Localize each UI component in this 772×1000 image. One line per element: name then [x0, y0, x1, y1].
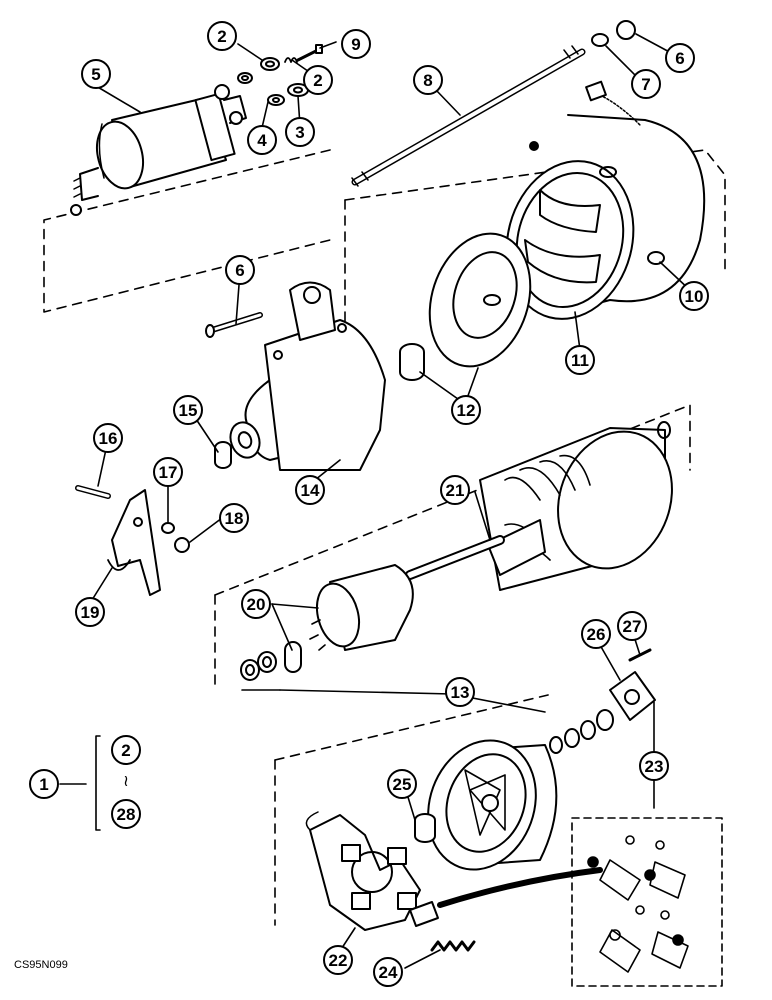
bearing-plate-part-27 [609, 671, 656, 721]
drawing-code: CS95N099 [14, 959, 68, 971]
callout-19: 18 [225, 509, 244, 528]
callout-18: 17 [159, 463, 178, 482]
commutator-end-frame [427, 739, 558, 871]
cover-disc-part-13 [399, 232, 532, 381]
callout-16: 15 [179, 401, 198, 420]
callout-10: 9 [351, 35, 360, 54]
brush-kit-box-part-24 [571, 817, 723, 987]
callout-2: 2 [313, 71, 322, 90]
callouts: 2 9 5 2 4 3 8 6 7 10 11 12 6 15 14 16 17 [75, 21, 709, 987]
callout-5: 5 [91, 65, 100, 84]
callout-26: 25 [393, 775, 412, 794]
solenoid-part-5 [70, 84, 247, 216]
callout-24: 23 [645, 757, 664, 776]
spring-part-25 [430, 940, 476, 952]
callout-4: 4 [257, 131, 267, 150]
callout-8: 7 [641, 75, 650, 94]
callout-28: 27 [623, 617, 642, 636]
brush-kit-arrow [437, 867, 603, 908]
bolt-part-6 [205, 312, 263, 338]
solenoid-hardware [237, 44, 323, 106]
bushing-part-16 [214, 441, 232, 469]
legend-to: 28 [117, 805, 136, 824]
callout-20: 19 [81, 603, 100, 622]
brush-holder-part-23 [305, 811, 439, 931]
callout-7: 6 [675, 49, 684, 68]
armature-part-22 [405, 421, 673, 591]
callout-14: 13 [451, 683, 470, 702]
legend-separator: ≀ [123, 773, 129, 790]
drive-housing-part-15 [229, 281, 386, 471]
callout-12: 11 [571, 351, 589, 370]
callout-9: 8 [423, 71, 432, 90]
legend-label: 1 [39, 775, 48, 794]
callout-3a: 2 [217, 27, 226, 46]
drive-pinion-part-21 [240, 564, 414, 681]
callout-22: 21 [446, 481, 465, 500]
bushing-part-26 [414, 813, 436, 843]
fork-lever-part-20 [107, 489, 161, 596]
callout-11: 10 [685, 287, 704, 306]
nut-part-7 [616, 20, 636, 40]
bolt-part-17 [75, 485, 111, 499]
washer-part-18 [161, 522, 175, 534]
washer-part-8 [591, 33, 609, 47]
kit-legend: 1 2 ≀ 28 [29, 735, 141, 831]
nut-part-19 [174, 537, 190, 553]
callout-25: 24 [379, 963, 398, 982]
callout-27: 26 [587, 625, 606, 644]
legend-from: 2 [121, 741, 130, 760]
through-bolt-part-9 [351, 45, 586, 187]
callout-3b: 3 [295, 123, 304, 142]
callout-6: 6 [235, 261, 244, 280]
shim-washers [549, 709, 614, 754]
callout-13: 12 [457, 401, 476, 420]
field-frame-part-12 [505, 80, 706, 320]
callout-21: 20 [247, 595, 266, 614]
callout-23: 22 [329, 951, 348, 970]
callout-15: 14 [301, 481, 320, 500]
callout-17: 16 [99, 429, 118, 448]
